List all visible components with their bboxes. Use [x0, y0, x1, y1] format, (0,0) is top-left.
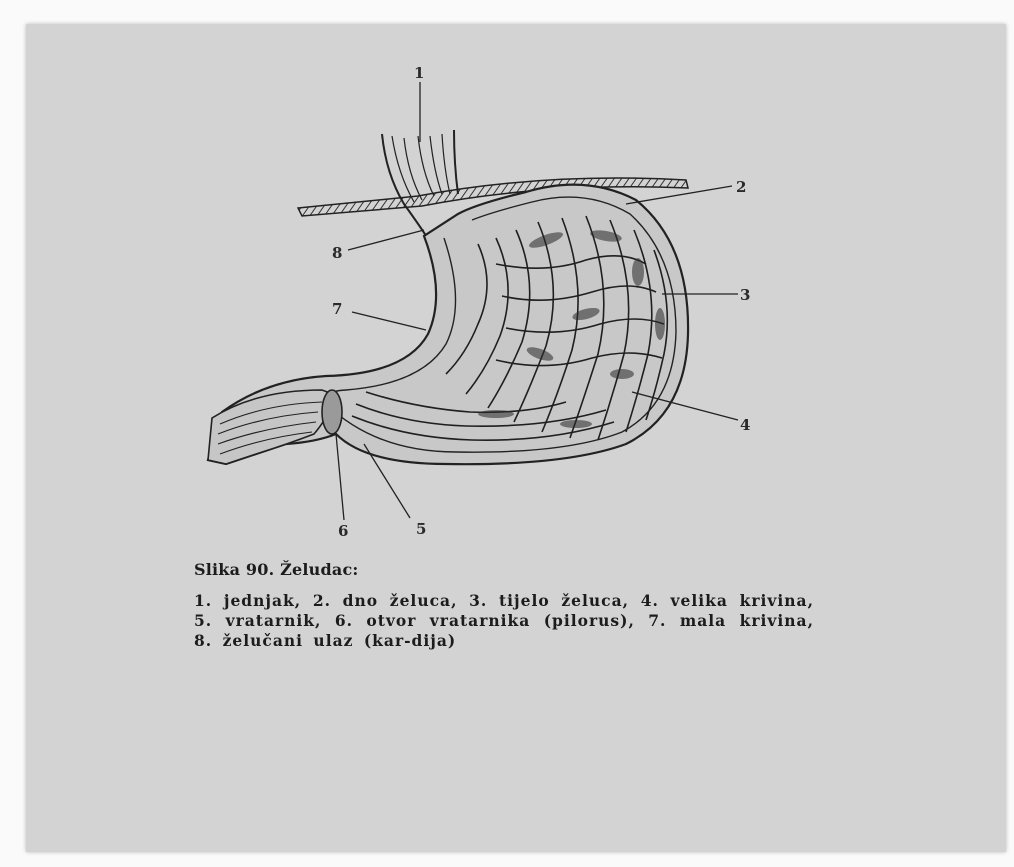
label-3: 3: [740, 286, 750, 304]
caption-text: 1. jednjak, 2. dno želuca, 3. tijelo žel…: [194, 591, 814, 651]
figure-panel: 1 2 3 4 5 6 7 8 Slika 90. Želudac: 1. je…: [26, 24, 1006, 852]
label-7: 7: [332, 300, 342, 318]
label-8: 8: [332, 244, 342, 262]
label-1: 1: [414, 64, 424, 82]
label-2: 2: [736, 178, 746, 196]
label-5: 5: [416, 520, 426, 538]
caption-title: Slika 90. Želudac:: [194, 560, 814, 579]
label-6: 6: [338, 522, 348, 540]
label-4: 4: [740, 416, 750, 434]
figure-caption: Slika 90. Želudac: 1. jednjak, 2. dno že…: [194, 560, 814, 651]
duodenum: [208, 390, 338, 464]
stomach-illustration: 1 2 3 4 5 6 7 8: [26, 24, 1006, 554]
pylorus-ring: [322, 390, 342, 434]
